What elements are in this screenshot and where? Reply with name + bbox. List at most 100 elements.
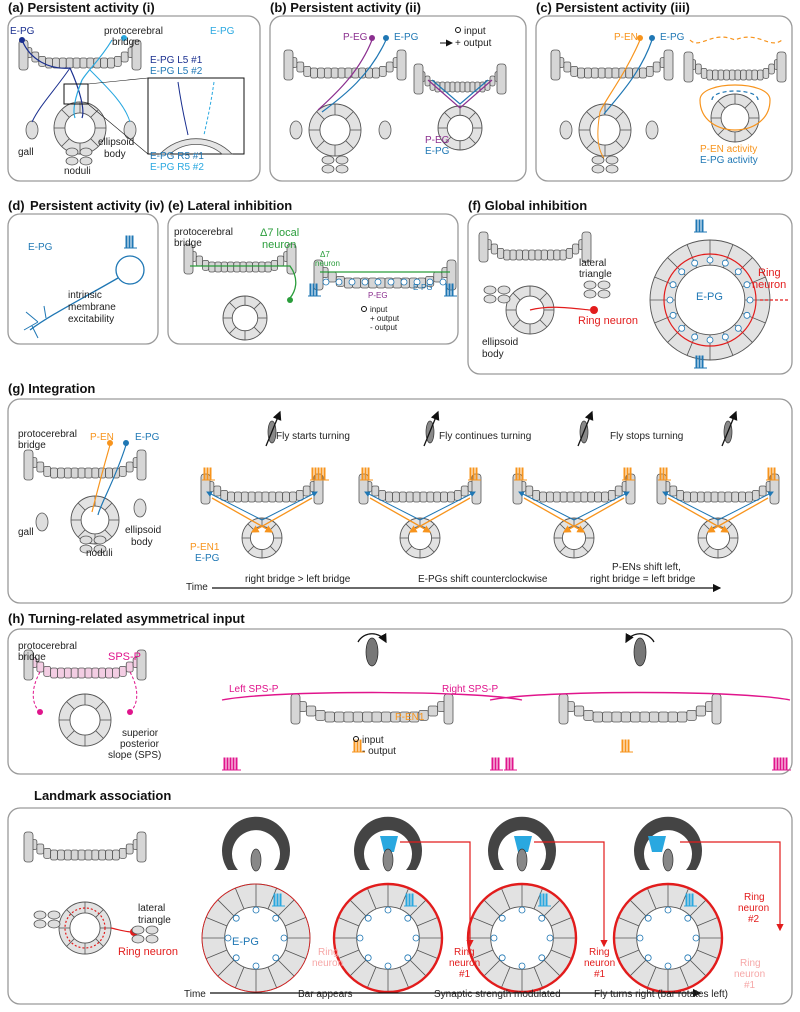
f-ring-right-2: neuron <box>752 279 786 291</box>
ring-divider <box>427 545 435 553</box>
ring-divider <box>349 959 367 977</box>
i-feedback-arrow-last <box>680 841 784 932</box>
i-neuron-4: neuron <box>738 903 769 914</box>
bridge-segment <box>113 55 122 67</box>
b-bridge-shape-2 <box>413 63 507 95</box>
g-epg2: E-PG <box>195 553 220 564</box>
i-syn: Synaptic strength modulated <box>434 989 561 1000</box>
bridge-segment <box>630 711 641 723</box>
bridge-segment <box>412 491 421 503</box>
nodulus <box>497 294 511 304</box>
bridge-segment <box>77 467 86 479</box>
ring-inner <box>589 114 621 146</box>
bridge-end-left <box>313 259 324 291</box>
ring-divider <box>559 545 567 553</box>
ring-divider <box>696 949 719 960</box>
h-stage-bridge-0 <box>290 693 454 725</box>
i-neuron-faint-4: neuron <box>734 969 765 980</box>
g-protocerebral: protocerebral <box>18 429 77 440</box>
i-epg-node <box>644 954 652 962</box>
i-stage-ring-3 <box>613 883 723 993</box>
ring-divider <box>533 887 544 910</box>
bridge-segment <box>426 491 435 503</box>
a-epg-right-gall <box>89 69 131 123</box>
bridge-segment <box>84 849 93 861</box>
a-noduli: noduli <box>64 166 91 177</box>
noduli-icon <box>65 147 93 166</box>
i-stage-red-ring <box>612 882 724 994</box>
panel-f-drawing <box>478 219 790 369</box>
g-stage-epg-b <box>261 491 318 521</box>
g-starts: Fly starts turning <box>276 431 350 442</box>
i-epg-node <box>692 934 700 942</box>
f-epg-node <box>678 324 686 332</box>
d-spike-train <box>124 235 137 249</box>
i-bar-stimulus <box>648 836 666 852</box>
bridge-segment <box>227 261 235 273</box>
bridge-segment <box>703 491 712 503</box>
i-epg-node <box>538 914 546 922</box>
panel-c-frame <box>535 15 793 182</box>
ring-divider <box>500 966 511 989</box>
f-epg-node <box>721 259 729 267</box>
bridge-segment <box>258 261 266 273</box>
bridge-segment <box>706 69 713 81</box>
ring-divider <box>444 112 452 120</box>
bridge-segment <box>57 467 65 479</box>
panel-d-frame <box>7 213 159 345</box>
bridge-end-right <box>711 693 722 725</box>
ring-divider <box>703 545 711 553</box>
nodulus <box>483 285 497 295</box>
bridge-segment <box>677 711 688 723</box>
bridge-segment <box>317 67 325 79</box>
bridge-segment <box>392 277 402 289</box>
h-input: input <box>362 735 384 746</box>
bridge-segment <box>70 849 79 861</box>
b-loop-peg <box>427 79 493 109</box>
g-stage-epg-a <box>364 491 421 521</box>
c-pen-activity-bump <box>689 36 783 44</box>
bridge-end-left <box>23 449 34 481</box>
bridge-segment <box>43 847 52 859</box>
bridge-segment <box>295 489 304 501</box>
bridge-end-right <box>581 231 592 263</box>
bridge-segment <box>343 711 354 723</box>
b-epg2: E-PG <box>425 146 450 157</box>
e-input: input <box>370 305 388 314</box>
g-epg-soma <box>123 440 129 446</box>
f-lateral: lateral <box>579 258 606 269</box>
bridge-segment <box>740 69 747 81</box>
gall-blob <box>25 120 39 140</box>
e-d7-axon <box>190 265 297 299</box>
nodulus <box>591 164 605 174</box>
bridge-segment <box>614 485 623 497</box>
h-sps-left <box>32 671 41 713</box>
i-epg-node <box>664 962 672 970</box>
bridge-segment <box>100 57 108 69</box>
bridge-segment <box>105 667 113 679</box>
nodulus <box>93 544 107 554</box>
h-sps-soma-right <box>127 709 133 715</box>
nodulus <box>79 147 93 157</box>
bridge-segment <box>372 67 380 79</box>
bridge-segment <box>419 491 428 503</box>
i-stage-ring-1 <box>333 883 443 993</box>
g-cap3a: P-ENs shift left, <box>612 562 681 573</box>
bridge-segment <box>546 491 554 503</box>
bridge-segment <box>728 69 736 81</box>
bridge-segment <box>245 261 253 273</box>
ring-divider <box>689 899 707 917</box>
i-triangle: triangle <box>138 915 171 926</box>
ring-divider <box>253 326 261 334</box>
bridge-segment <box>63 849 72 861</box>
g-stage-bridge-0 <box>200 473 324 505</box>
c-pen-noduli <box>597 111 605 159</box>
g-ellipsoid: ellipsoid <box>125 525 161 536</box>
noduli-icon <box>33 910 61 929</box>
g-stage-pen-cross-b <box>562 497 625 533</box>
bridge-segment <box>214 261 222 273</box>
e-input-site <box>426 278 434 286</box>
ring-divider <box>409 899 427 917</box>
h-rotation-arrow <box>625 632 655 644</box>
bridge-segment <box>213 485 222 497</box>
